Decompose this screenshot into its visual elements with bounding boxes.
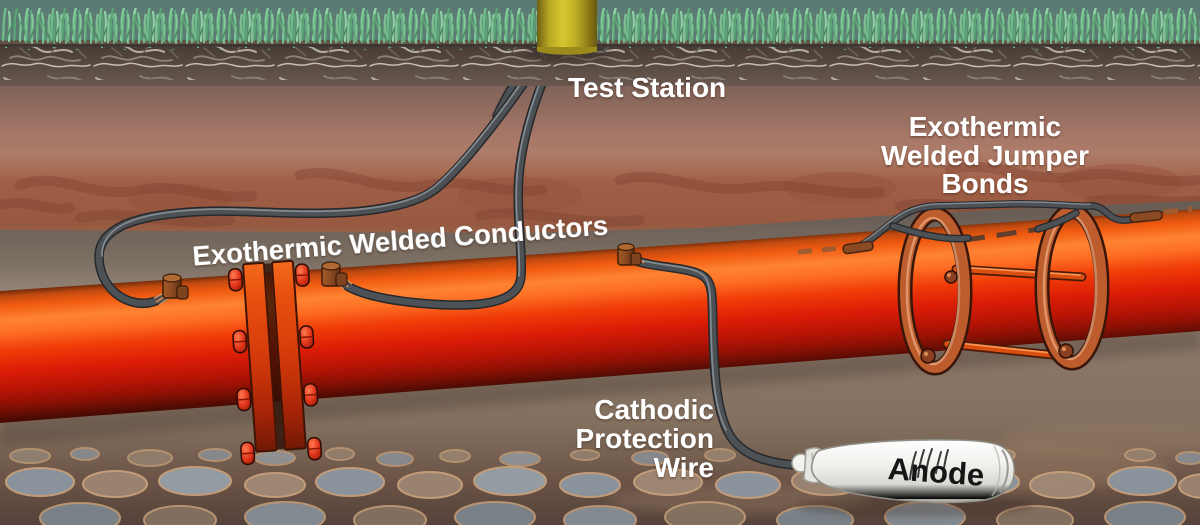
cp-wire-line3: Wire (654, 452, 714, 483)
jumper-bonds-label: Exothermic Welded Jumper Bonds (881, 111, 1089, 199)
jumper-weld-tab-right (1129, 209, 1163, 223)
cp-wire-line1: Cathodic (594, 394, 714, 425)
rock-texture (0, 161, 1200, 227)
grass (0, 8, 1200, 50)
jumper-weld-tab-left (842, 240, 874, 255)
weld-dash-right (1163, 206, 1193, 215)
hidden-bond-wire-dashes (964, 226, 1041, 243)
pipe-flange (227, 259, 323, 466)
jumper-bond-wire (854, 200, 1144, 251)
coupling-ring-bolts (920, 270, 1074, 364)
cathodic-protection-wire-label: Cathodic Protection Wire (576, 394, 714, 483)
jumper-bond-coupling (797, 200, 1193, 376)
anode-hatch-marks (909, 448, 949, 480)
coupling-tie-rods (942, 264, 1087, 361)
test-station-post (525, 0, 609, 62)
anode-label: Anode (887, 451, 986, 493)
weld-cap-center (617, 242, 645, 266)
cp-wire-line2: Protection (576, 423, 714, 454)
weld-cap-left (153, 273, 189, 306)
test-station-label: Test Station (568, 72, 726, 103)
flange-bolts (227, 263, 323, 466)
jumper-bonds-line2: Welded Jumper (881, 140, 1089, 171)
jumper-bonds-line3: Bonds (941, 168, 1028, 199)
anode-tube-body (810, 439, 1016, 504)
coupling-ring-left (897, 206, 973, 376)
cathodic-protection-wire (628, 255, 798, 470)
weld-dash-left (797, 245, 843, 255)
anode-assembly: Anode (791, 439, 1035, 517)
weld-cap-right (321, 261, 353, 291)
jumper-bonds-line1: Exothermic (909, 111, 1062, 142)
conductor-wire-left (94, 43, 551, 309)
